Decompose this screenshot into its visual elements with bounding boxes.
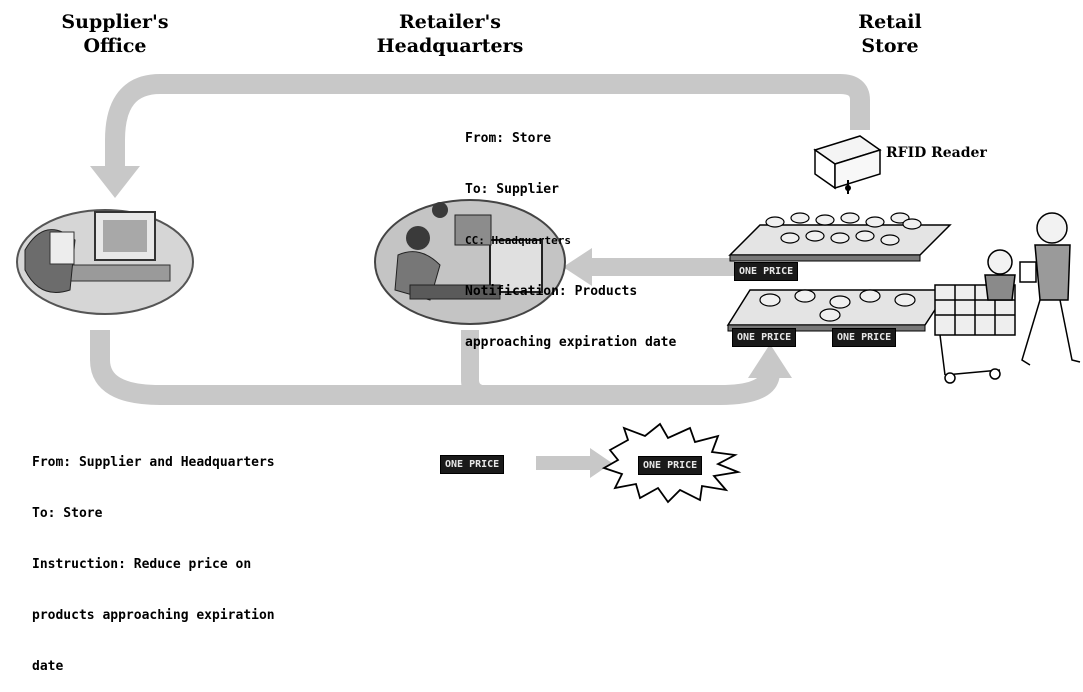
shelf-price-tag-bottom-right: ONE PRICE <box>832 328 896 347</box>
header-supplier-office: Supplier's Office <box>40 10 190 58</box>
header-retail-store: Retail Store <box>835 10 945 58</box>
store-msg-to: To: Supplier <box>465 181 676 198</box>
arrow-reprice-head <box>590 448 612 478</box>
shelf-price-tag-bottom-left: ONE PRICE <box>732 328 796 347</box>
header-retailer-headquarters: Retailer's Headquarters <box>350 10 550 58</box>
arrow-supplier-to-store-head <box>748 344 792 378</box>
store-msg-notification: Notification: Products <box>465 283 676 300</box>
rfid-reader-label: RFID Reader <box>886 145 987 161</box>
store-msg-from: From: Store <box>465 130 676 147</box>
supplier-msg-products: products approaching expiration <box>32 607 275 624</box>
header-supplier-line2: Office <box>40 34 190 58</box>
shelf-price-tag-top: ONE PRICE <box>734 262 798 281</box>
header-store-line2: Store <box>835 34 945 58</box>
supplier-office-illustration <box>17 210 193 314</box>
header-store-line1: Retail <box>835 10 945 34</box>
supplier-msg-date: date <box>32 658 275 675</box>
store-msg-cc: CC: Headquarters <box>465 232 676 249</box>
arrow-reprice-shaft <box>536 456 592 470</box>
header-retailer-line1: Retailer's <box>350 10 550 34</box>
store-notification-message: From: Store To: Supplier CC: Headquarter… <box>465 96 676 368</box>
supplier-msg-to: To: Store <box>32 505 275 522</box>
supplier-msg-from: From: Supplier and Headquarters <box>32 454 275 471</box>
store-msg-detail: approaching expiration date <box>465 334 676 351</box>
header-retailer-line2: Headquarters <box>350 34 550 58</box>
rfid-reader-icon <box>815 136 880 194</box>
header-supplier-line1: Supplier's <box>40 10 190 34</box>
shoppers-illustration <box>935 213 1080 383</box>
supplier-msg-instruction: Instruction: Reduce price on <box>32 556 275 573</box>
arrow-store-to-supplier-head <box>90 166 140 198</box>
old-price-tag: ONE PRICE <box>440 455 504 474</box>
supplier-instruction-message: From: Supplier and Headquarters To: Stor… <box>32 420 275 692</box>
new-price-tag: ONE PRICE <box>638 456 702 475</box>
